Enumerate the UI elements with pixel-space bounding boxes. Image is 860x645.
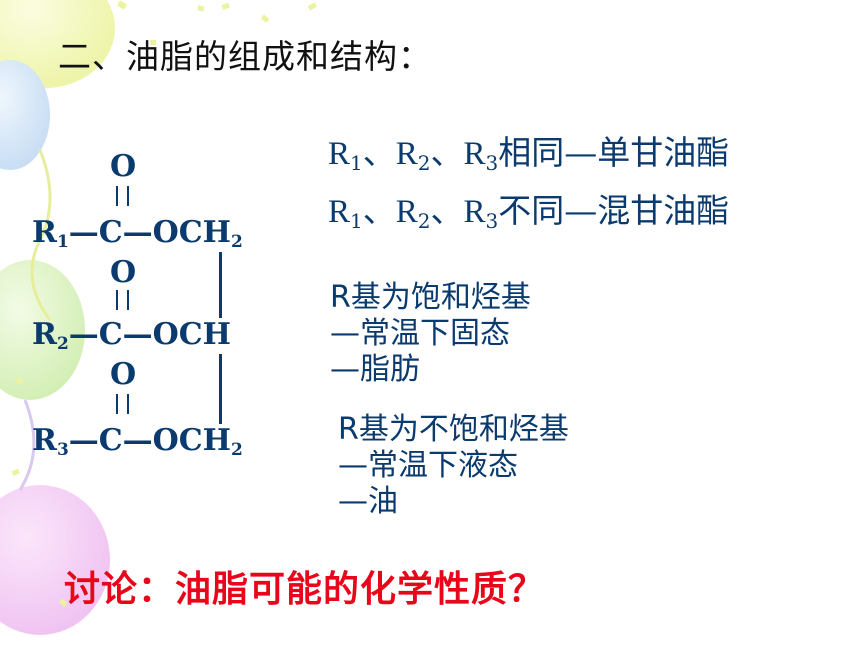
double-bond <box>116 290 129 310</box>
unsaturated-line-1: R基为不饱和烃基 <box>338 412 569 447</box>
ester-row-3: R3—C—OCH2 <box>32 423 243 460</box>
ester-row-2: R2—C—OCH <box>32 317 232 354</box>
saturated-line-2: —常温下固态 <box>330 316 510 351</box>
saturated-line-3: —脂肪 <box>330 352 420 387</box>
unsaturated-line-2: —常温下液态 <box>338 448 518 483</box>
saturated-description: R基为饱和烃基 —常温下固态 —脂肪 <box>330 280 531 388</box>
double-bond <box>116 394 129 414</box>
balloon-blue <box>0 60 50 170</box>
discussion-question: 讨论：油脂可能的化学性质？ <box>64 569 546 610</box>
saturated-line-1: R基为饱和烃基 <box>330 280 531 315</box>
classification-same: R1、R2、R3相同—单甘油酯 <box>328 133 730 175</box>
balloon-string <box>18 399 36 491</box>
carbonyl-oxygen: O <box>110 255 137 290</box>
unsaturated-description: R基为不饱和烃基 —常温下液态 —油 <box>338 412 569 520</box>
balloon-yellow <box>0 0 115 88</box>
carbonyl-oxygen: O <box>110 149 137 184</box>
backbone-bond <box>219 354 222 424</box>
glyceride-structure: O R1—C—OCH2 O R2—C—OCH O R3—C—OCH2 <box>28 150 298 470</box>
backbone-bond <box>219 252 222 318</box>
ester-row-1: R1—C—OCH2 <box>32 215 243 252</box>
carbonyl-oxygen: O <box>110 357 137 392</box>
confetti <box>11 0 317 607</box>
double-bond <box>116 186 129 206</box>
balloon-pink <box>0 485 110 635</box>
classification-different: R1、R2、R3不同—混甘油酯 <box>328 191 730 233</box>
balloon-string <box>30 149 52 321</box>
unsaturated-line-3: —油 <box>338 484 398 519</box>
slide-title: 二、油脂的组成和结构： <box>58 37 432 76</box>
balloon-green <box>0 260 85 400</box>
